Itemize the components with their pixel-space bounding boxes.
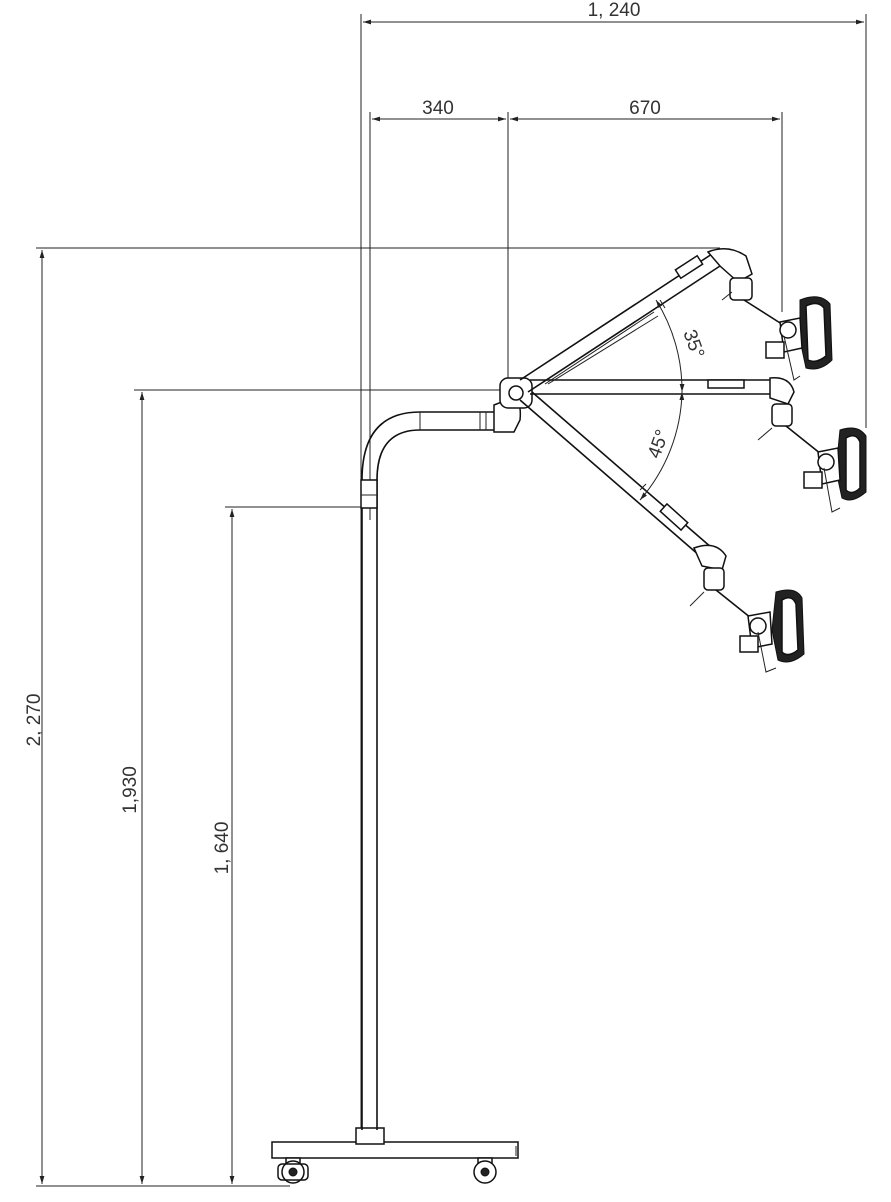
stand-pole xyxy=(360,479,378,1130)
lower-angle-label: 45° xyxy=(644,427,674,461)
angle-upper: 35° xyxy=(655,299,708,393)
dimension-max-height: 2, 270 xyxy=(24,247,720,1187)
arm-width-label: 670 xyxy=(629,98,661,119)
arm-lower-position xyxy=(519,391,805,673)
upper-angle-label: 35° xyxy=(678,327,708,361)
caster-left xyxy=(277,1157,309,1184)
dimension-mid-height: 1,930 xyxy=(120,389,500,1184)
stand-curved-neck xyxy=(361,397,522,481)
caster-right xyxy=(473,1157,497,1184)
arm-upper-position xyxy=(519,248,833,393)
offset-width-label: 340 xyxy=(422,98,454,119)
stand-base xyxy=(271,1127,519,1184)
arm-middle-position xyxy=(530,315,867,513)
dimension-arm-width: 670 xyxy=(510,98,783,312)
angle-lower: 45° xyxy=(639,391,685,501)
dimension-offset-width: 340 xyxy=(369,98,509,520)
dimension-total-width: 1, 240 xyxy=(360,0,867,1130)
dimension-min-height: 1, 640 xyxy=(212,506,362,1184)
total-width-label: 1, 240 xyxy=(588,0,641,21)
min-height-label: 1, 640 xyxy=(212,822,233,875)
arm-pivot-joint xyxy=(499,377,533,409)
mid-height-label: 1,930 xyxy=(120,766,141,814)
max-height-label: 2, 270 xyxy=(24,694,45,747)
